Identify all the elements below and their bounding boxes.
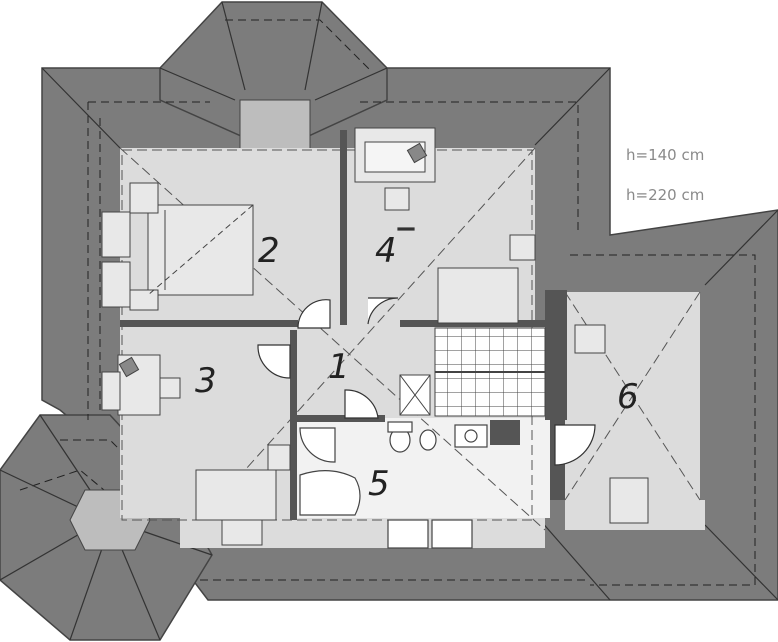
- room-number-4: 4: [375, 231, 397, 271]
- door-hall-4: [367, 297, 399, 325]
- room-number-6: 6: [617, 377, 639, 417]
- bathtub: [299, 470, 361, 516]
- tv-room6: [574, 324, 606, 354]
- room-number-3: 3: [195, 361, 217, 401]
- wall-2-3: [120, 320, 298, 327]
- room-labels: 1 2 3 4 5 6: [195, 231, 639, 504]
- doors: [257, 227, 596, 466]
- bathroom-fixtures: [299, 421, 488, 549]
- furniture-room4: [354, 127, 536, 324]
- wall-hall-bath: [295, 415, 385, 422]
- wall-3-hall: [290, 330, 297, 520]
- height-legend: h=140 cm h=220 cm: [626, 146, 704, 204]
- furniture-room6: [574, 324, 649, 524]
- door-hall-3: [257, 344, 291, 379]
- bed-room3: [195, 469, 277, 521]
- wall-2-4: [340, 130, 347, 325]
- roof-dashes: [19, 19, 756, 586]
- furniture-room2: [101, 182, 254, 311]
- room-number-5: 5: [368, 464, 390, 504]
- chair-room4: [384, 187, 410, 211]
- wall-stair-6: [545, 290, 567, 420]
- bed-room4: [437, 267, 519, 324]
- furniture-room3: [101, 354, 291, 546]
- bidet: [419, 429, 437, 451]
- chimney: [490, 420, 520, 445]
- shower: [299, 427, 336, 463]
- staircase: [399, 327, 546, 417]
- door-6: [554, 424, 596, 466]
- door-hall-5: [344, 389, 379, 419]
- chair-room3: [159, 377, 181, 399]
- legend-height-low: h=140 cm: [626, 146, 704, 164]
- legend-height-high: h=220 cm: [626, 186, 704, 204]
- room-number-2: 2: [258, 231, 280, 271]
- room-number-1: 1: [328, 347, 350, 387]
- door-hall-2: [297, 299, 331, 329]
